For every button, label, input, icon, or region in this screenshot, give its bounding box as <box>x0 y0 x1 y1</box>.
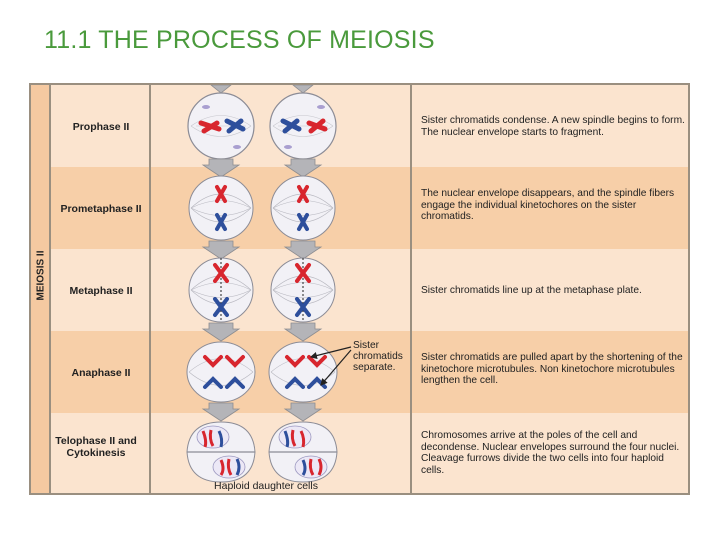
cell-illustrations <box>186 85 352 483</box>
phase-name: Metaphase II <box>69 285 133 297</box>
phase-row-prophase: Prophase II Sister chromatids condense. … <box>51 85 688 167</box>
phase-description: Chromosomes arrive at the poles of the c… <box>421 430 680 476</box>
cell-metaphase-left <box>188 257 254 323</box>
phase-description: Sister chromatids line up at the metapha… <box>421 285 642 296</box>
cell-telophase-right <box>268 421 338 483</box>
phase-description: The nuclear envelope disappears, and the… <box>421 188 675 222</box>
phase-name: Prophase II <box>72 121 130 133</box>
cell-anaphase-left <box>186 341 256 403</box>
phase-name: Prometaphase II <box>60 203 142 215</box>
phase-description: Sister chromatids condense. A new spindl… <box>421 115 685 138</box>
phase-row-telophase: Telophase II and Cytokinesis Chromosomes… <box>51 413 688 493</box>
column-divider <box>410 85 412 493</box>
cell-metaphase-right <box>270 257 336 323</box>
arrow-icon <box>210 85 314 94</box>
cell-anaphase-right <box>268 341 338 403</box>
column-divider <box>149 85 151 493</box>
meiosis-figure: MEIOSIS II Prophase II Sister chromatids… <box>29 83 690 495</box>
cell-prophase-right <box>269 92 337 160</box>
side-label-column: MEIOSIS II <box>31 85 51 493</box>
phase-description: Sister chromatids are pulled apart by th… <box>421 352 683 386</box>
slide-title: 11.1 THE PROCESS OF MEIOSIS <box>44 26 435 54</box>
cell-prometaphase-left <box>188 175 254 241</box>
phase-row-prometaphase: Prometaphase II The nuclear envelope dis… <box>51 167 688 249</box>
cell-telophase-left <box>186 421 256 483</box>
cell-prometaphase-right <box>270 175 336 241</box>
phase-name: Telophase II and Cytokinesis <box>55 435 137 459</box>
phase-name: Anaphase II <box>71 367 131 379</box>
annotation-label: Sister chromatids separate. <box>353 340 403 373</box>
cell-prophase-left <box>187 92 255 160</box>
phase-row-metaphase: Metaphase II Sister chromatids line up a… <box>51 249 688 331</box>
figure-caption: Haploid daughter cells <box>214 480 318 492</box>
arrow-icon <box>201 158 323 422</box>
phase-row-anaphase: Anaphase II Sister chromatids are pulled… <box>51 331 688 413</box>
annotation-pointer <box>309 346 352 386</box>
